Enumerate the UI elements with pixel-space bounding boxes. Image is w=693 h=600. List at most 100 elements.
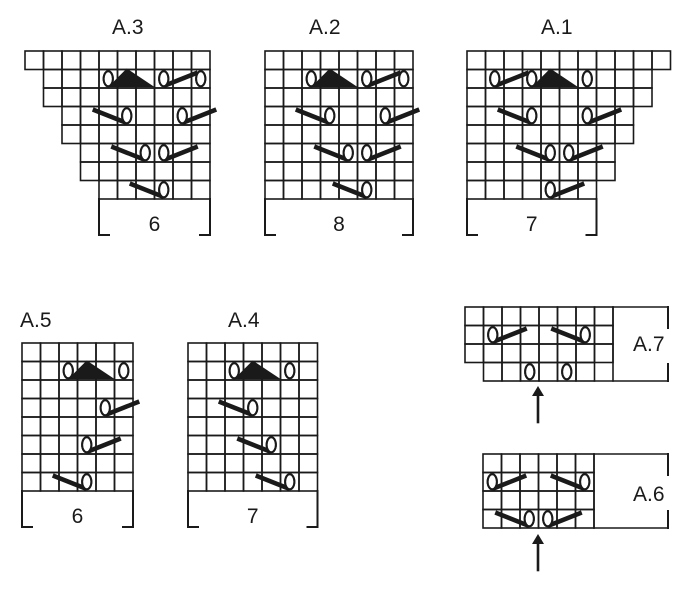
yarn-over-icon: [361, 70, 373, 88]
chart-cell: [298, 416, 319, 437]
chart-cell: [224, 453, 245, 474]
chart-cell: [482, 343, 503, 364]
yarn-over-icon: [581, 70, 593, 88]
chart-cell: [39, 416, 60, 437]
chart-cell: [538, 361, 559, 382]
chart-cell: [187, 416, 208, 437]
repeat-bracket: [466, 198, 598, 236]
chart-cell: [519, 453, 540, 474]
chart-cell: [135, 87, 156, 108]
chart-cell: [519, 490, 540, 511]
chart-cell: [79, 68, 100, 89]
chart-cell: [556, 490, 577, 511]
chart-cell: [558, 50, 579, 71]
chart-cell: [301, 50, 322, 71]
chart-cell: [279, 397, 300, 418]
double-decrease-icon: [234, 360, 281, 379]
chart-cell: [76, 416, 97, 437]
chart-cell: [595, 161, 616, 182]
chart-cell: [116, 87, 137, 108]
chart-cell: [484, 50, 505, 71]
chart-cell: [261, 397, 282, 418]
side-bracket: [593, 306, 669, 382]
chart-cell: [298, 379, 319, 400]
chart-cell: [301, 124, 322, 145]
chart-cell: [595, 124, 616, 145]
chart-cell: [540, 161, 561, 182]
chart-cell: [393, 124, 414, 145]
chart-cell: [466, 68, 487, 89]
yarn-over-icon: [158, 181, 170, 199]
chart-cell: [42, 50, 63, 71]
chart-cell: [187, 342, 208, 363]
repeat-count: 7: [525, 213, 538, 236]
right-leaning-decrease-icon: [128, 181, 165, 200]
chart-cell: [632, 68, 653, 89]
right-leaning-decrease-icon: [217, 399, 254, 418]
chart-cell: [76, 453, 97, 474]
chart-cell: [39, 434, 60, 455]
chart-cell: [298, 453, 319, 474]
chart-cell: [42, 68, 63, 89]
chart-cell: [279, 453, 300, 474]
left-leaning-decrease-icon: [491, 473, 528, 492]
right-leaning-decrease-icon: [496, 107, 533, 126]
chart-cell: [319, 161, 340, 182]
chart-cell: [279, 342, 300, 363]
chart-cell: [95, 379, 116, 400]
chart-cell: [501, 306, 522, 327]
left-leaning-decrease-icon: [162, 144, 199, 163]
direction-arrow-icon: [532, 534, 544, 572]
chart-cell: [393, 161, 414, 182]
chart-label: A.7: [633, 333, 665, 356]
chart-cell: [482, 453, 503, 474]
yarn-over-icon: [526, 70, 538, 88]
left-leaning-decrease-icon: [365, 70, 402, 89]
chart-cell: [242, 416, 263, 437]
chart-cell: [484, 179, 505, 200]
chart-cell: [79, 142, 100, 163]
chart-cell: [39, 360, 60, 381]
yarn-over-icon: [486, 473, 498, 491]
chart-cell: [574, 453, 595, 474]
chart-cell: [338, 105, 359, 126]
chart-label: A.4: [228, 309, 260, 332]
repeat-bracket: [264, 198, 414, 236]
chart-cell: [113, 453, 134, 474]
right-leaning-decrease-icon: [51, 473, 88, 492]
chart-cell: [537, 490, 558, 511]
right-leaning-decrease-icon: [550, 326, 587, 345]
chart-cell: [393, 87, 414, 108]
chart-cell: [79, 124, 100, 145]
right-leaning-decrease-icon: [236, 436, 273, 455]
chart-cell: [205, 416, 226, 437]
chart-cell: [282, 142, 303, 163]
chart-cell: [187, 360, 208, 381]
yarn-over-icon: [81, 436, 93, 454]
chart-cell: [21, 471, 42, 492]
chart-cell: [21, 453, 42, 474]
chart-cell: [42, 87, 63, 108]
chart-cell: [187, 379, 208, 400]
yarn-over-icon: [102, 70, 114, 88]
chart-cell: [205, 379, 226, 400]
chart-cell: [116, 50, 137, 71]
chart-cell: [261, 342, 282, 363]
chart-cell: [503, 179, 524, 200]
chart-cell: [21, 434, 42, 455]
chart-cell: [153, 105, 174, 126]
chart-cell: [558, 87, 579, 108]
chart-a-2: [264, 50, 421, 236]
chart-cell: [503, 161, 524, 182]
chart-cell: [261, 453, 282, 474]
chart-cell: [61, 124, 82, 145]
chart-cell: [356, 124, 377, 145]
double-decrease-icon: [68, 360, 115, 379]
chart-cell: [58, 342, 79, 363]
chart-cell: [521, 124, 542, 145]
chart-cell: [79, 87, 100, 108]
chart-cell: [338, 50, 359, 71]
chart-cell: [264, 50, 285, 71]
chart-cell: [58, 434, 79, 455]
